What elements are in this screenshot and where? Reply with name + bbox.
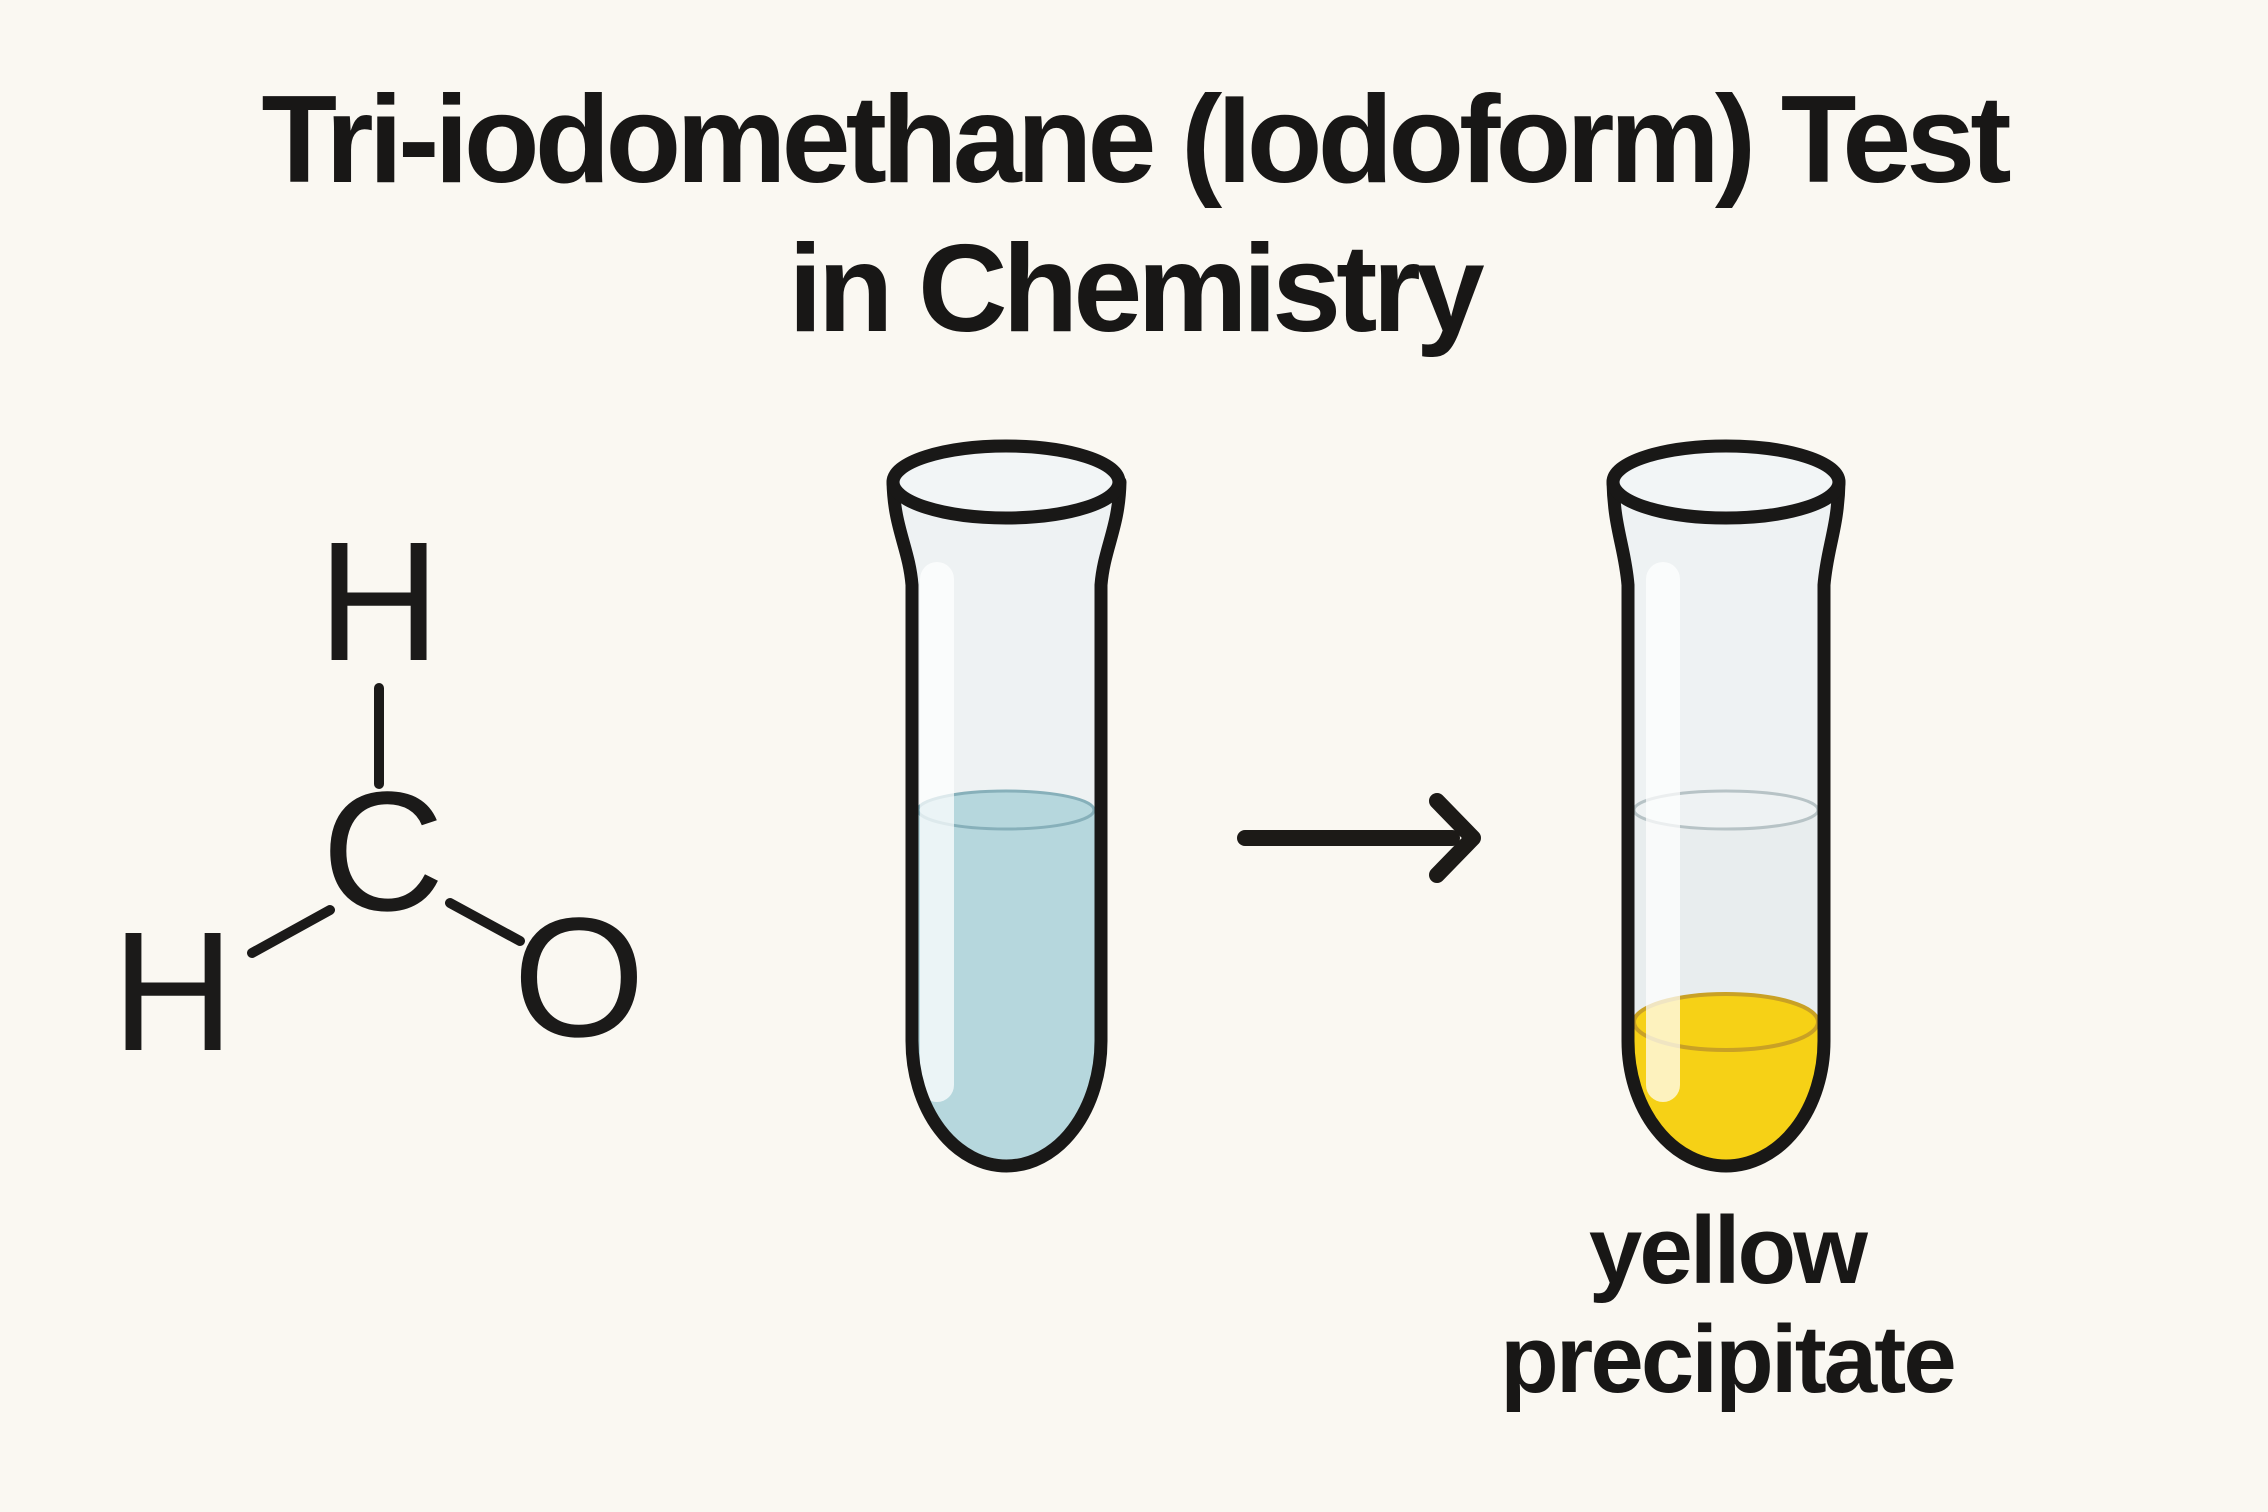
arrow-head: [1429, 793, 1481, 883]
atom-hydrogen-left: H: [112, 897, 235, 1087]
result-label: yellow precipitate: [1377, 1196, 2077, 1415]
page-title: Tri-iodomethane (Iodoform) Test in Chemi…: [0, 66, 2268, 364]
tube2-glass-highlight: [1646, 562, 1680, 1102]
atom-carbon: C: [322, 757, 445, 947]
tube1-glass-highlight: [920, 562, 954, 1102]
tube1-liquid: [918, 810, 1095, 1160]
atom-hydrogen-top: H: [318, 507, 441, 697]
tube1-rim: [886, 439, 1126, 525]
molecule-structure: H C H O: [112, 507, 646, 1087]
result-label-line-1: yellow: [1588, 1197, 1868, 1304]
tube2-outline: [1606, 475, 1846, 1173]
title-line-2: in Chemistry: [788, 219, 1485, 358]
reaction-arrow-icon: [1237, 793, 1481, 883]
test-tube-product: [1606, 439, 1846, 1173]
tube2-rim: [1606, 439, 1846, 525]
result-label-line-2: precipitate: [1500, 1306, 1957, 1414]
test-tube-reactant: [886, 439, 1127, 1173]
atom-oxygen: O: [513, 883, 645, 1073]
tube1-outline: [886, 475, 1127, 1173]
title-line-1: Tri-iodomethane (Iodoform) Test: [261, 71, 2011, 209]
bond-c-h-left: [247, 905, 335, 958]
bond-c-o: [445, 898, 525, 946]
